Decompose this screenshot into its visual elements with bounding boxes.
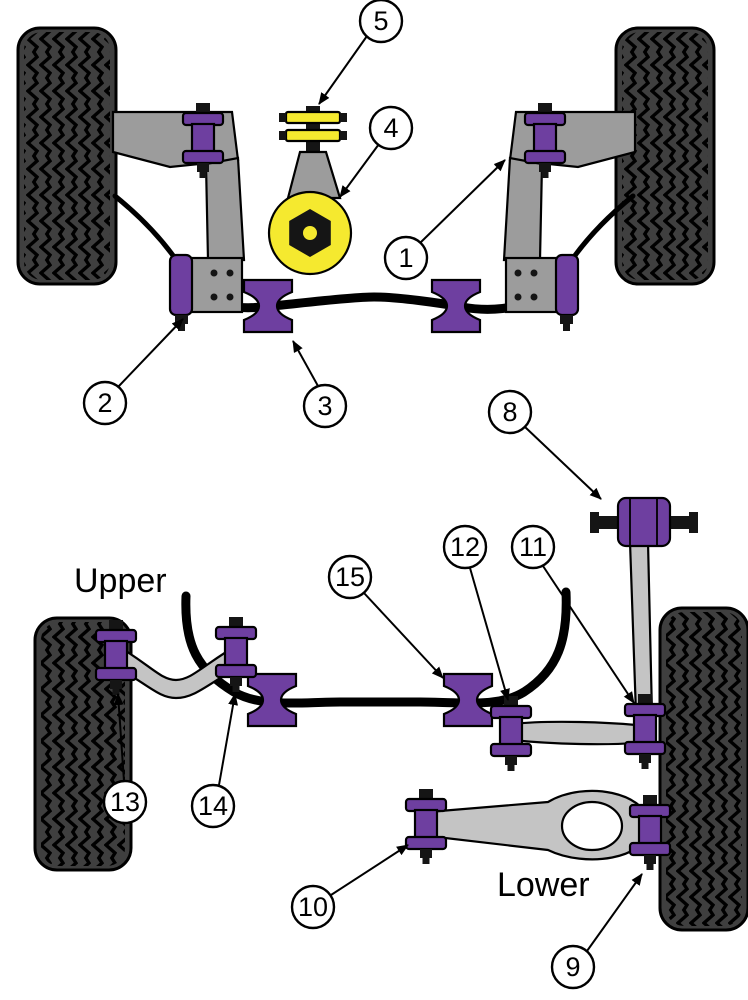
callout-9-label: 9	[565, 952, 580, 982]
front-anti-roll-bar	[191, 287, 557, 314]
callout-2: 2	[82, 318, 184, 426]
callouts: 5 4 1 2 3 8 15	[82, 0, 643, 990]
callout-12: 12	[442, 524, 510, 701]
callout-1: 1	[383, 159, 506, 281]
rear-right-tire	[658, 606, 748, 932]
callout-2-label: 2	[97, 388, 112, 418]
mount-bracket-lower-plate	[284, 128, 342, 143]
callout-4-label: 4	[383, 113, 398, 143]
callout-4: 4	[339, 105, 414, 198]
callout-13: 13	[102, 693, 148, 825]
front-left-control-arm	[113, 103, 244, 331]
callout-12-label: 12	[450, 532, 480, 562]
callout-14: 14	[190, 693, 239, 829]
rear-lower-arm	[426, 789, 652, 861]
callout-5: 5	[318, 0, 404, 105]
rear-drop-link	[590, 496, 698, 716]
mount-bracket-upper-plate	[284, 110, 342, 125]
front-right-tire	[614, 26, 716, 286]
rear-assembly: Upper Lower	[33, 496, 748, 932]
callout-13-label: 13	[110, 787, 140, 817]
drop-link-bushing	[616, 496, 672, 548]
rear-tie-rod	[510, 720, 648, 746]
callout-9: 9	[550, 873, 643, 990]
callout-15: 15	[327, 554, 444, 679]
callout-10: 10	[290, 844, 409, 930]
front-left-tire	[16, 26, 118, 286]
dog-bone-link	[286, 150, 342, 200]
front-assembly	[16, 26, 716, 332]
callout-15-label: 15	[335, 562, 365, 592]
upper-label: Upper	[74, 562, 167, 600]
callout-5-label: 5	[373, 6, 388, 36]
callout-3: 3	[292, 340, 348, 429]
callout-3-label: 3	[317, 391, 332, 421]
callout-11-label: 11	[519, 532, 547, 562]
callout-1-label: 1	[398, 243, 413, 273]
lower-label: Lower	[497, 866, 590, 904]
lower-arm-hole	[560, 800, 624, 852]
engine-mount	[267, 106, 353, 276]
callout-8: 8	[487, 389, 602, 500]
callout-14-label: 14	[198, 791, 228, 821]
callout-10-label: 10	[298, 892, 328, 922]
callout-8-label: 8	[502, 397, 517, 427]
callout-11: 11	[510, 524, 635, 704]
